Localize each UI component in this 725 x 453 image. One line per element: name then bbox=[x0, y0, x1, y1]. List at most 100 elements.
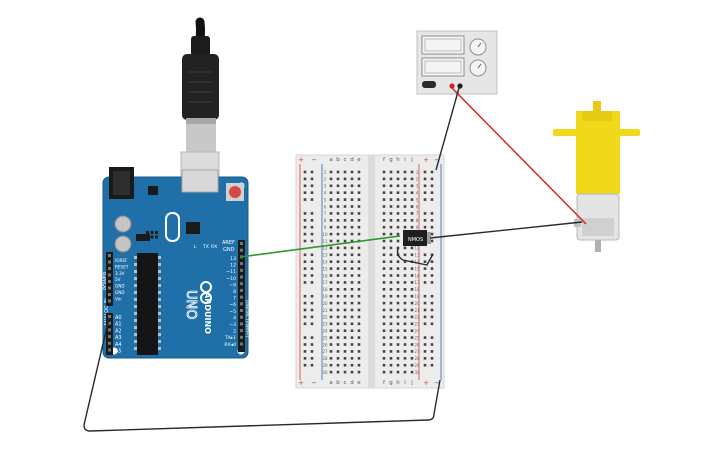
rail-hole[interactable] bbox=[310, 198, 314, 201]
breadboard-hole[interactable] bbox=[350, 191, 354, 194]
breadboard-hole[interactable] bbox=[343, 225, 347, 229]
rail-hole[interactable] bbox=[423, 184, 427, 188]
breadboard-hole[interactable] bbox=[396, 219, 400, 222]
breadboard-hole[interactable] bbox=[357, 246, 361, 250]
header-pin-hole[interactable] bbox=[240, 329, 243, 333]
breadboard-hole[interactable] bbox=[336, 246, 340, 250]
rail-hole[interactable] bbox=[423, 301, 427, 305]
header-pin-hole[interactable] bbox=[240, 315, 243, 319]
header-pin-hole[interactable] bbox=[108, 299, 111, 303]
rail-hole[interactable] bbox=[310, 363, 314, 367]
breadboard-hole[interactable] bbox=[350, 308, 354, 312]
rail-hole[interactable] bbox=[430, 294, 434, 298]
breadboard-hole[interactable] bbox=[329, 267, 333, 270]
rail-hole[interactable] bbox=[310, 301, 314, 305]
breadboard-hole[interactable] bbox=[329, 357, 333, 360]
breadboard-hole[interactable] bbox=[389, 322, 393, 326]
breadboard-hole[interactable] bbox=[382, 219, 386, 222]
voltage-knob[interactable] bbox=[469, 38, 487, 56]
breadboard-hole[interactable] bbox=[357, 212, 361, 215]
rail-hole[interactable] bbox=[430, 232, 434, 236]
rail-hole[interactable] bbox=[430, 274, 434, 277]
breadboard-hole[interactable] bbox=[389, 363, 393, 367]
breadboard-hole[interactable] bbox=[329, 253, 333, 257]
breadboard-hole[interactable] bbox=[403, 322, 407, 326]
breadboard-hole[interactable] bbox=[382, 301, 386, 305]
rail-hole[interactable] bbox=[310, 239, 314, 243]
breadboard-hole[interactable] bbox=[403, 177, 407, 181]
breadboard-hole[interactable] bbox=[403, 205, 407, 208]
breadboard-hole[interactable] bbox=[336, 191, 340, 194]
breadboard-hole[interactable] bbox=[350, 281, 354, 284]
breadboard-hole[interactable] bbox=[329, 212, 333, 215]
breadboard-hole[interactable] bbox=[382, 184, 386, 188]
breadboard-hole[interactable] bbox=[396, 212, 400, 215]
rail-hole[interactable] bbox=[430, 350, 434, 353]
breadboard-hole[interactable] bbox=[343, 350, 347, 353]
breadboard-hole[interactable] bbox=[357, 288, 361, 291]
breadboard-hole[interactable] bbox=[403, 260, 407, 263]
rail-hole[interactable] bbox=[303, 253, 307, 257]
breadboard-hole[interactable] bbox=[329, 191, 333, 194]
breadboard-hole[interactable] bbox=[357, 357, 361, 360]
rail-hole[interactable] bbox=[423, 315, 427, 319]
rail-hole[interactable] bbox=[310, 294, 314, 298]
reset-button[interactable] bbox=[226, 183, 244, 201]
breadboard-hole[interactable] bbox=[350, 246, 354, 250]
breadboard-hole[interactable] bbox=[389, 212, 393, 215]
breadboard-hole[interactable] bbox=[403, 343, 407, 346]
breadboard-hole[interactable] bbox=[382, 170, 386, 174]
breadboard-hole[interactable] bbox=[336, 336, 340, 339]
breadboard-hole[interactable] bbox=[343, 288, 347, 291]
rail-hole[interactable] bbox=[430, 212, 434, 215]
rail-hole[interactable] bbox=[310, 281, 314, 284]
rail-hole[interactable] bbox=[423, 357, 427, 360]
green-signal-wire[interactable] bbox=[239, 235, 401, 258]
breadboard-hole[interactable] bbox=[389, 357, 393, 360]
rail-hole[interactable] bbox=[303, 191, 307, 194]
rail-hole[interactable] bbox=[303, 239, 307, 243]
rail-hole[interactable] bbox=[423, 322, 427, 326]
breadboard-hole[interactable] bbox=[343, 184, 347, 188]
breadboard-hole[interactable] bbox=[382, 198, 386, 201]
breadboard-hole[interactable] bbox=[389, 260, 393, 263]
breadboard-hole[interactable] bbox=[357, 253, 361, 257]
rail-hole[interactable] bbox=[423, 253, 427, 257]
breadboard-hole[interactable] bbox=[389, 267, 393, 270]
rail-hole[interactable] bbox=[423, 281, 427, 284]
rail-hole[interactable] bbox=[303, 260, 307, 263]
breadboard-hole[interactable] bbox=[389, 170, 393, 174]
rail-hole[interactable] bbox=[430, 315, 434, 319]
header-pin-hole[interactable] bbox=[108, 341, 111, 345]
rail-hole[interactable] bbox=[423, 308, 427, 312]
breadboard-hole[interactable] bbox=[343, 191, 347, 194]
breadboard-hole[interactable] bbox=[389, 205, 393, 208]
breadboard-hole[interactable] bbox=[410, 191, 414, 194]
breadboard-hole[interactable] bbox=[336, 350, 340, 353]
breadboard-hole[interactable] bbox=[396, 205, 400, 208]
breadboard-hole[interactable] bbox=[350, 336, 354, 339]
rail-hole[interactable] bbox=[303, 301, 307, 305]
rail-hole[interactable] bbox=[303, 274, 307, 277]
breadboard-hole[interactable] bbox=[382, 281, 386, 284]
rail-hole[interactable] bbox=[303, 184, 307, 188]
breadboard-hole[interactable] bbox=[389, 239, 393, 243]
breadboard-hole[interactable] bbox=[382, 212, 386, 215]
breadboard-hole[interactable] bbox=[350, 363, 354, 367]
rail-hole[interactable] bbox=[430, 301, 434, 305]
breadboard-hole[interactable] bbox=[336, 363, 340, 367]
breadboard-hole[interactable] bbox=[403, 198, 407, 201]
rail-hole[interactable] bbox=[423, 260, 427, 263]
breadboard-hole[interactable] bbox=[396, 232, 400, 236]
breadboard-hole[interactable] bbox=[357, 301, 361, 305]
breadboard-hole[interactable] bbox=[403, 350, 407, 353]
breadboard-hole[interactable] bbox=[410, 170, 414, 174]
breadboard-hole[interactable] bbox=[389, 219, 393, 222]
breadboard-hole[interactable] bbox=[343, 322, 347, 326]
breadboard-hole[interactable] bbox=[336, 274, 340, 277]
rail-hole[interactable] bbox=[423, 343, 427, 346]
breadboard-hole[interactable] bbox=[350, 184, 354, 188]
breadboard-hole[interactable] bbox=[403, 212, 407, 215]
rail-hole[interactable] bbox=[423, 225, 427, 229]
breadboard-hole[interactable] bbox=[343, 301, 347, 305]
